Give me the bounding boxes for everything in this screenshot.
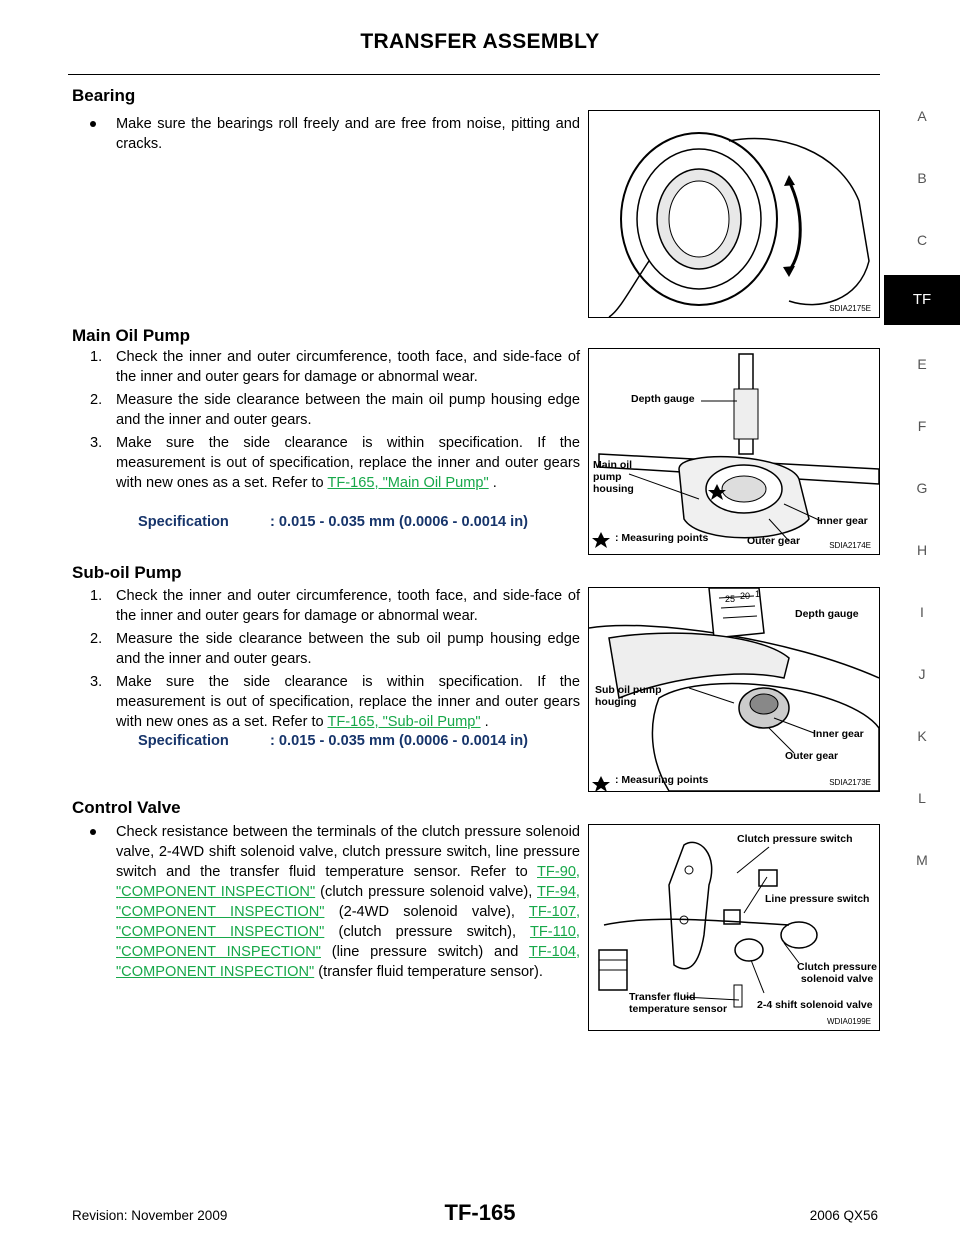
figure-label-depth-gauge: Depth gauge [795, 608, 859, 620]
step-text: Check the inner and outer circumference,… [116, 349, 580, 385]
figure-label-housing: Main oil pump housing [593, 459, 634, 495]
figure-label-2-4-shift-solenoid-valve: 2-4 shift solenoid valve [757, 999, 873, 1011]
figure-label-inner-gear: Inner gear [817, 515, 868, 527]
sidebar-item-c[interactable]: C [916, 232, 928, 248]
section-heading-main-oil-pump: Main Oil Pump [72, 326, 191, 345]
figure-label-inner-gear: Inner gear [813, 728, 864, 740]
figure-code: SDIA2174E [829, 541, 871, 550]
step-text: Make sure the side clearance is within s… [116, 435, 580, 491]
step-number: 3. [90, 435, 103, 451]
sub-oil-pump-step-3: 3. Make sure the side clearance is withi… [90, 672, 580, 732]
sidebar-item-i[interactable]: I [920, 604, 924, 620]
figure-label-depth-gauge: Depth gauge [631, 393, 695, 405]
step-number: 1. [90, 588, 103, 604]
sidebar-item-b[interactable]: B [917, 170, 927, 186]
step-number: 3. [90, 674, 103, 690]
footer-revision: Revision: November 2009 [72, 1208, 228, 1223]
figure-label-line-pressure-switch: Line pressure switch [765, 893, 870, 905]
figure-code: SDIA2173E [829, 778, 871, 787]
link-tf-110[interactable]: TF-110, "COMPONENT INSPECTION" [116, 924, 580, 960]
sidebar-item-h[interactable]: H [916, 542, 928, 558]
figure-label-housing: Sub oil pump houging [595, 684, 662, 708]
control-valve-text: Check resistance between the terminals o… [116, 822, 580, 982]
step-text: Check the inner and outer circumference,… [116, 588, 580, 624]
bullet-icon [90, 829, 96, 835]
main-oil-pump-step-2: 2. Measure the side clearance between th… [90, 390, 580, 430]
sidebar-item-m[interactable]: M [916, 852, 928, 868]
control-valve-text-1: Check resistance between the terminals o… [116, 824, 580, 880]
spec-label: Specification [138, 733, 229, 749]
link-tf-90[interactable]: TF-90, "COMPONENT INSPECTION" [116, 864, 580, 900]
figure-code: SDIA2175E [829, 304, 871, 313]
sidebar-item-e[interactable]: E [917, 356, 927, 372]
figure-label-outer-gear: Outer gear [747, 535, 801, 547]
spec-label: Specification [138, 514, 229, 530]
spec-value: : 0.015 - 0.035 mm (0.0006 - 0.0014 in) [270, 514, 528, 530]
step-number: 2. [90, 392, 103, 408]
sub-oil-pump-illustration [589, 588, 879, 791]
section-heading-sub-oil-pump: Sub-oil Pump [72, 563, 182, 582]
bearing-bullet: Make sure the bearings roll freely and a… [90, 114, 580, 154]
step-text: Make sure the side clearance is within s… [116, 674, 580, 730]
control-valve-text-3: (2-4WD solenoid valve), [324, 904, 529, 920]
bearing-illustration [608, 132, 870, 317]
link-tf-107[interactable]: TF-107, "COMPONENT INSPECTION" [116, 904, 580, 940]
spec-value: : 0.015 - 0.035 mm (0.0006 - 0.0014 in) [270, 733, 528, 749]
gauge-scale-1: 1 [755, 589, 761, 599]
gauge-scale-25: 25 [725, 594, 736, 604]
step-number: 1. [90, 349, 103, 365]
step-text: Measure the side clearance between the m… [116, 392, 580, 428]
bearing-bullet-text: Make sure the bearings roll freely and a… [116, 116, 580, 152]
step-text-wrap: Make sure the side clearance is within s… [116, 672, 580, 732]
sidebar-item-f[interactable]: F [917, 418, 927, 434]
step-text-end: . [480, 714, 489, 730]
sidebar-item-a[interactable]: A [917, 108, 927, 124]
sub-oil-pump-link[interactable]: TF-165, "Sub-oil Pump" [327, 714, 481, 730]
figure-label-transfer-fluid-temperature-sensor: Transfer fluid temperature sensor [629, 991, 728, 1015]
main-oil-pump-illustration [592, 353, 879, 548]
main-oil-pump-step-1: 1. Check the inner and outer circumferen… [90, 347, 580, 387]
sub-oil-pump-figure: 25 20 1 Depth gauge Sub oil pump houging… [588, 587, 880, 792]
control-valve-bullet: Check resistance between the terminals o… [90, 822, 580, 982]
figure-label-measuring-points: : Measuring points [615, 774, 709, 786]
footer-page-number: TF-165 [444, 1200, 516, 1225]
step-number: 2. [90, 631, 103, 647]
sidebar-item-k[interactable]: K [917, 728, 927, 744]
control-valve-illustration [598, 841, 818, 1008]
bullet-icon [90, 121, 96, 127]
control-valve-text-5: (line pressure switch) and [320, 944, 529, 960]
section-heading-bearing: Bearing [72, 86, 136, 105]
sidebar-item-g[interactable]: G [916, 480, 928, 496]
control-valve-text-2: (clutch pressure solenoid valve), [315, 884, 538, 900]
step-text-wrap: Make sure the side clearance is within s… [116, 433, 580, 493]
control-valve-text-4: (clutch pressure switch), [324, 924, 530, 940]
figure-label-clutch-pressure-switch: Clutch pressure switch [737, 833, 853, 845]
step-text: Measure the side clearance between the s… [116, 631, 580, 667]
control-valve-text-6: (transfer fluid temperature sensor). [314, 964, 543, 980]
main-oil-pump-spec: Specification : 0.015 - 0.035 mm (0.0006 … [138, 514, 528, 530]
main-oil-pump-step-3: 3. Make sure the side clearance is withi… [90, 433, 580, 493]
figure-code: WDIA0199E [826, 1017, 871, 1026]
figure-label-outer-gear: Outer gear [785, 750, 839, 762]
sidebar-item-l[interactable]: L [918, 790, 926, 806]
page-title: TRANSFER ASSEMBLY [360, 30, 600, 53]
gauge-scale-20: 20 [740, 591, 751, 601]
figure-label-measuring-points: : Measuring points [615, 532, 709, 544]
link-tf-94[interactable]: TF-94, "COMPONENT INSPECTION" [116, 884, 580, 920]
figure-label-clutch-pressure-solenoid-valve: Clutch pressure solenoid valve [797, 961, 877, 985]
main-oil-pump-figure: Depth gauge Main oil pump housing Inner … [588, 348, 880, 555]
control-valve-figure: Clutch pressure switch Line pressure swi… [588, 824, 880, 1031]
main-oil-pump-link[interactable]: TF-165, "Main Oil Pump" [327, 475, 489, 491]
header-rule [68, 74, 880, 75]
sidebar-item-tf-active[interactable]: TF [884, 275, 960, 325]
section-heading-control-valve: Control Valve [72, 798, 181, 817]
bearing-figure: SDIA2175E [588, 110, 880, 318]
sidebar-item-j[interactable]: J [918, 666, 926, 682]
link-tf-104[interactable]: TF-104, "COMPONENT INSPECTION" [116, 944, 580, 980]
step-text-end: . [488, 475, 497, 491]
footer-model: 2006 QX56 [809, 1208, 878, 1223]
sub-oil-pump-step-2: 2. Measure the side clearance between th… [90, 629, 580, 669]
sub-oil-pump-step-1: 1. Check the inner and outer circumferen… [90, 586, 580, 626]
sub-oil-pump-spec: Specification : 0.015 - 0.035 mm (0.0006 … [138, 733, 528, 749]
